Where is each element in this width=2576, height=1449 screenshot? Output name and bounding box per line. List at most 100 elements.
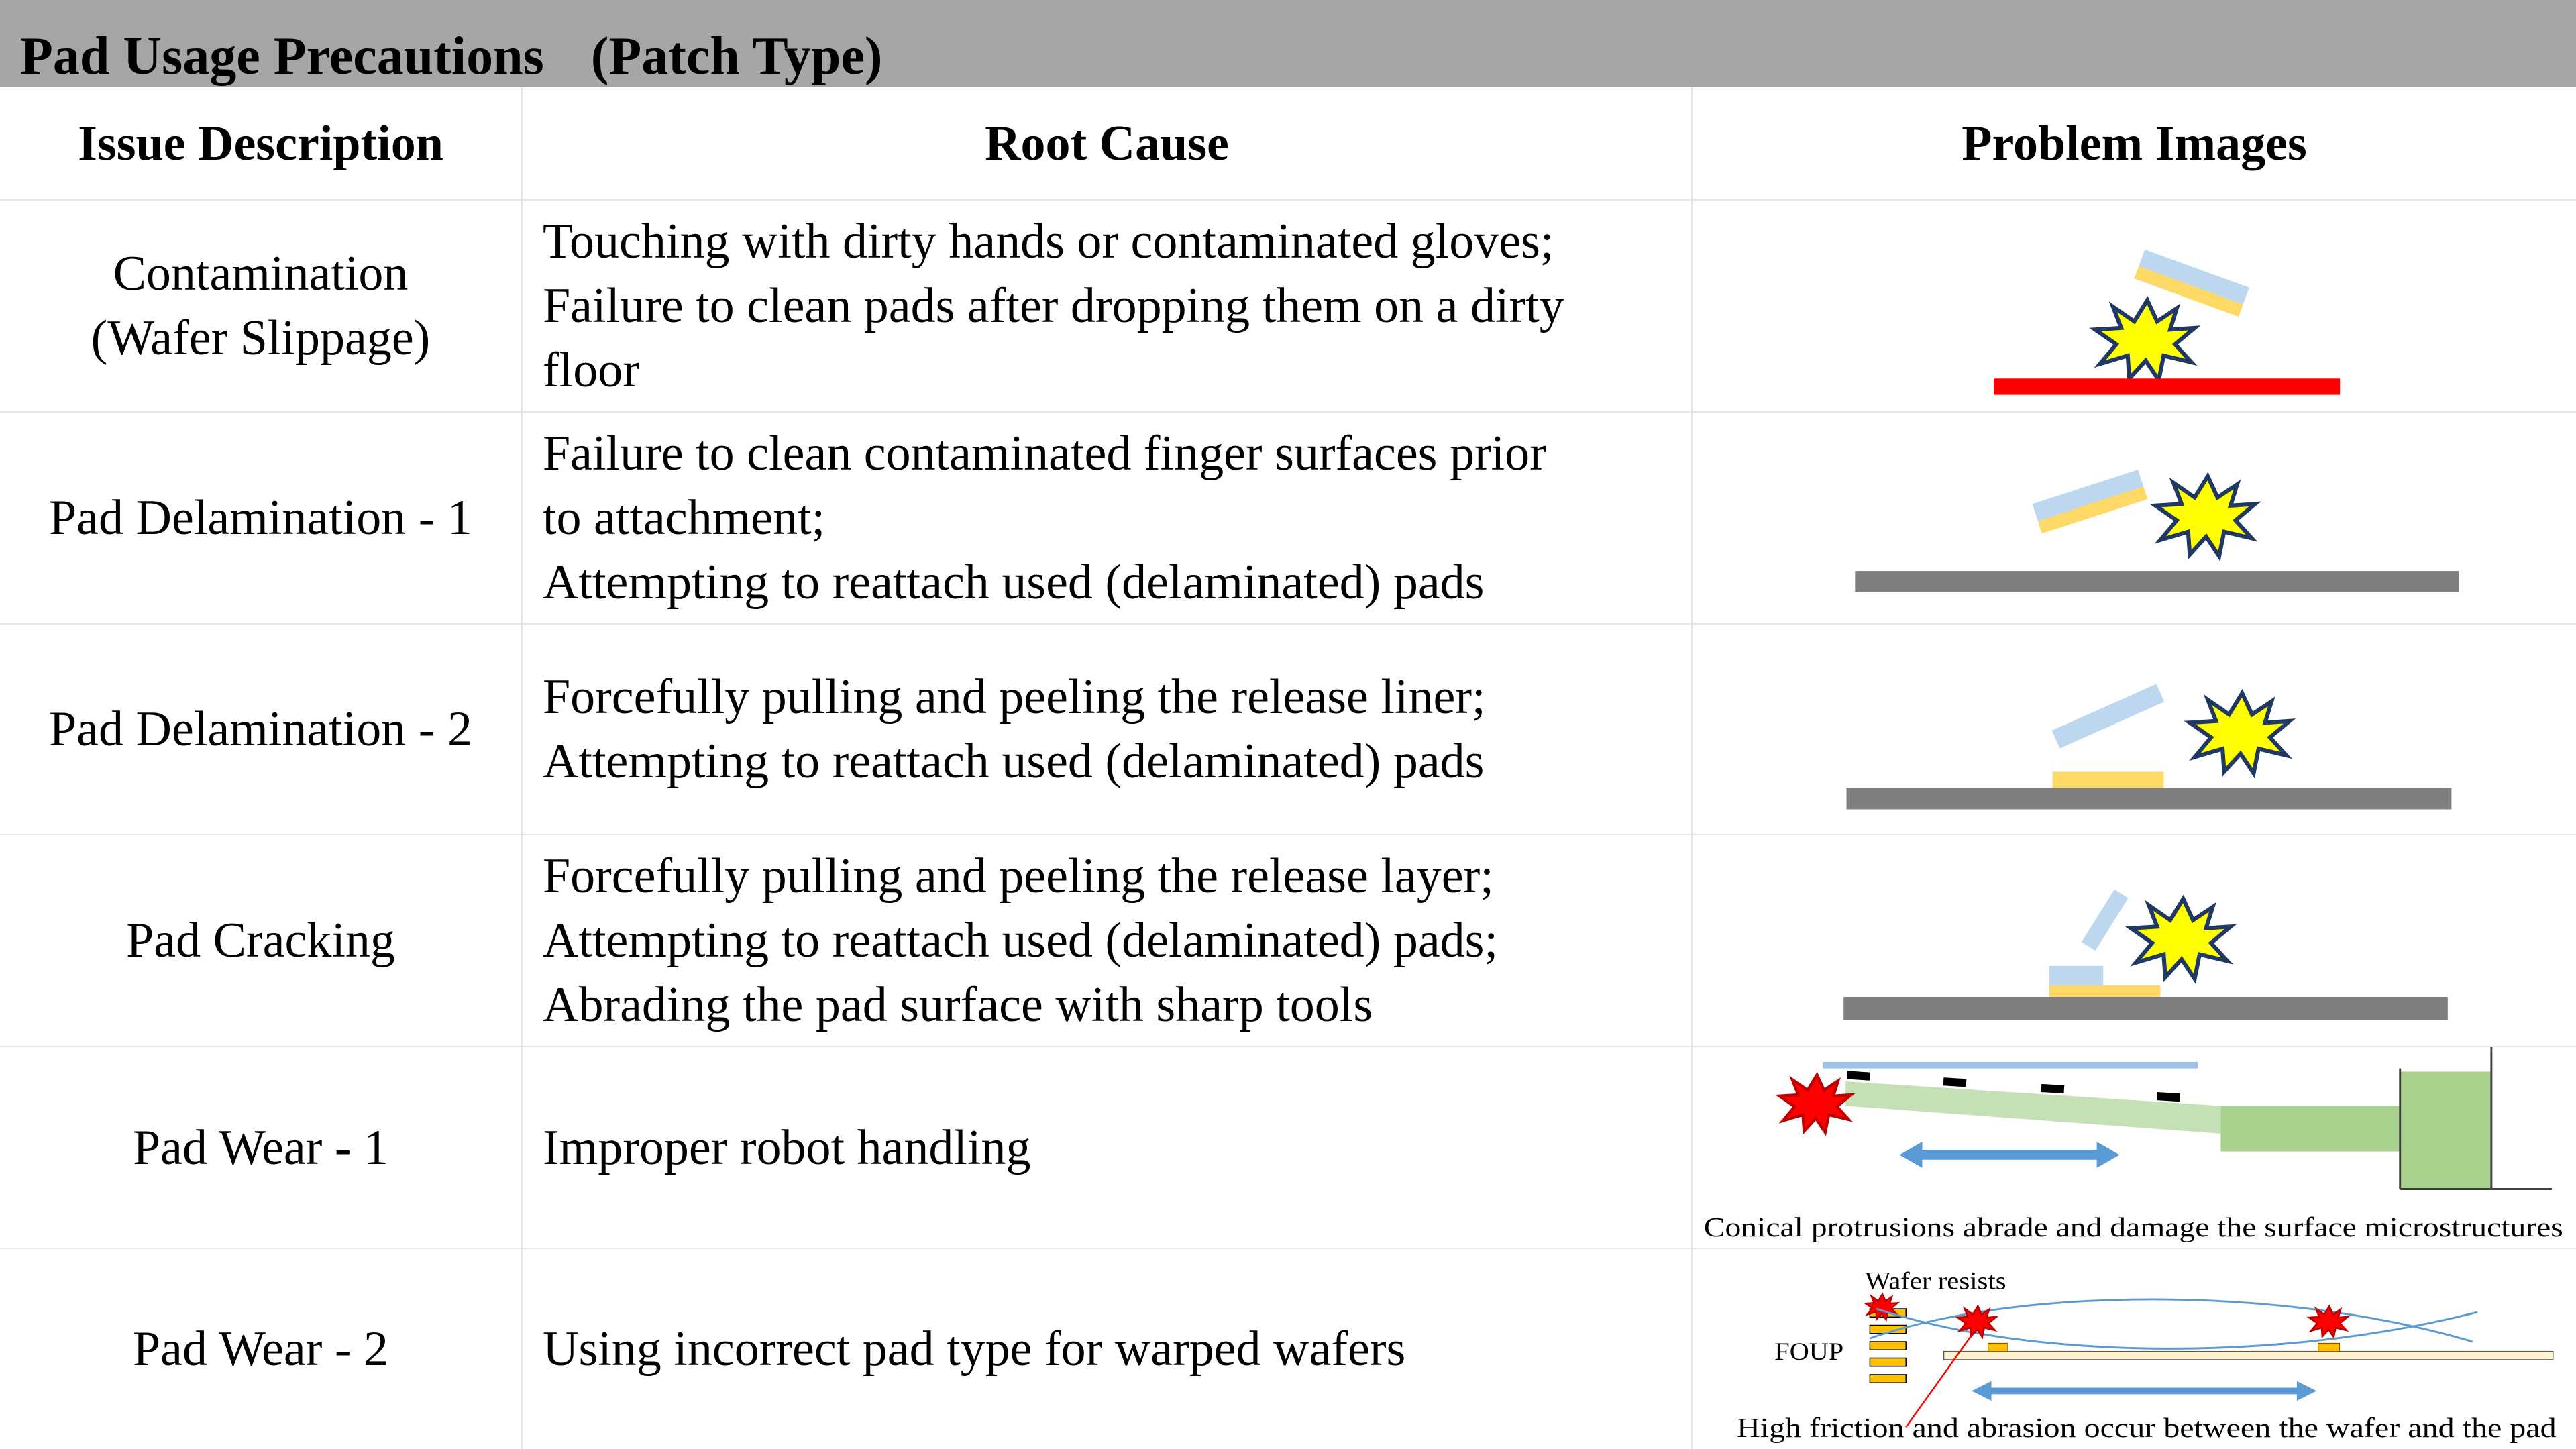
column-header-root-cause: Root Cause bbox=[523, 87, 1693, 201]
wafer-resists-label: Wafer resists bbox=[1865, 1267, 2006, 1295]
explosion-icon bbox=[2155, 476, 2255, 556]
double-arrow-icon bbox=[1899, 1141, 2120, 1168]
pad-adhesive-layer bbox=[2052, 771, 2164, 788]
pad-adhesive-layer bbox=[2134, 266, 2243, 317]
robot-arm-base bbox=[2220, 1106, 2400, 1152]
issue-line: Pad Delamination - 1 bbox=[49, 490, 472, 545]
foup-label: FOUP bbox=[1774, 1338, 1843, 1365]
root-cause-line: Touching with dirty hands or contaminate… bbox=[543, 214, 1554, 269]
root-cause-line: Using incorrect pad type for warped wafe… bbox=[543, 1322, 1406, 1377]
protrusion-mark bbox=[1943, 1077, 1967, 1087]
root-cause-line: Forcefully pulling and peeling the relea… bbox=[543, 669, 1486, 724]
root-cause-line: to attachment; bbox=[543, 490, 826, 545]
root-cause-cell: Touching with dirty hands or contaminate… bbox=[523, 201, 1693, 413]
image-caption: High friction and abrasion occur between… bbox=[1737, 1413, 2557, 1444]
problem-image-cell bbox=[1693, 625, 2576, 835]
problem-image-cell: Wafer resists FOUP High friction and abr… bbox=[1693, 1249, 2576, 1449]
pad-shape bbox=[2032, 470, 2148, 534]
pad-shape bbox=[2134, 249, 2249, 317]
issue-cell: Pad Wear - 1 bbox=[0, 1047, 523, 1249]
pad-marker bbox=[2318, 1342, 2341, 1352]
issue-line: Pad Wear - 1 bbox=[132, 1120, 389, 1175]
protrusion-mark bbox=[1847, 1071, 1870, 1081]
root-cause-text: Failure to clean contaminated finger sur… bbox=[543, 421, 1546, 614]
issue-line: (Wafer Slippage) bbox=[91, 311, 431, 366]
root-cause-line: floor bbox=[543, 343, 639, 398]
foup-slot bbox=[1869, 1341, 1907, 1350]
broken-layer-shape bbox=[2081, 889, 2129, 951]
pad-top-layer bbox=[2139, 249, 2249, 305]
image-caption: Conical protrusions abrade and damage th… bbox=[1704, 1212, 2563, 1242]
problem-image-cell: Conical protrusions abrade and damage th… bbox=[1693, 1047, 2576, 1249]
root-cause-cell: Failure to clean contaminated finger sur… bbox=[523, 413, 1693, 625]
foup-slot bbox=[1869, 1374, 1907, 1383]
problem-image-cell bbox=[1693, 201, 2576, 413]
surface-bar bbox=[1855, 571, 2459, 592]
explosion-icon bbox=[1780, 1075, 1851, 1132]
root-cause-line: Failure to clean contaminated finger sur… bbox=[543, 426, 1546, 481]
wear-1-illustration: Conical protrusions abrade and damage th… bbox=[1704, 1047, 2563, 1242]
protrusion-mark bbox=[2157, 1091, 2180, 1102]
robot-arm bbox=[1845, 1081, 2221, 1134]
explosion-icon bbox=[2131, 899, 2231, 979]
floor-bar bbox=[1994, 378, 2341, 395]
issue-text: Pad Delamination - 1 bbox=[49, 486, 472, 550]
release-liner-shape bbox=[2051, 684, 2165, 749]
issue-cell: Pad Wear - 2 bbox=[0, 1249, 523, 1449]
pad-adhesive-layer bbox=[2037, 486, 2148, 534]
issue-text: Contamination (Wafer Slippage) bbox=[91, 241, 431, 370]
problem-image-cell bbox=[1693, 835, 2576, 1047]
root-cause-line: Failure to clean pads after dropping the… bbox=[543, 278, 1564, 333]
root-cause-cell: Using incorrect pad type for warped wafe… bbox=[523, 1249, 1693, 1449]
root-cause-text: Improper robot handling bbox=[543, 1116, 1031, 1180]
root-cause-line: Forcefully pulling and peeling the relea… bbox=[543, 849, 1494, 904]
surface-bar bbox=[1846, 788, 2452, 810]
warped-wafer-curve bbox=[1869, 1298, 2473, 1343]
column-header-label: Issue Description bbox=[78, 115, 443, 171]
root-cause-line: Improper robot handling bbox=[543, 1120, 1031, 1175]
pad-top-layer bbox=[2049, 965, 2104, 985]
pad-top-layer bbox=[2032, 470, 2144, 521]
issue-line: Pad Cracking bbox=[126, 913, 395, 968]
surface-bar bbox=[1843, 996, 2448, 1020]
robot-body bbox=[2400, 1071, 2491, 1189]
issue-line: Contamination bbox=[113, 246, 409, 301]
root-cause-text: Forcefully pulling and peeling the relea… bbox=[543, 665, 1486, 794]
wear-2-illustration: Wafer resists FOUP High friction and abr… bbox=[1737, 1267, 2557, 1444]
explosion-icon bbox=[2095, 300, 2194, 380]
column-header-images: Problem Images bbox=[1693, 87, 2576, 201]
pointer-line bbox=[1905, 1334, 1973, 1428]
page-title: Pad Usage Precautions bbox=[20, 27, 544, 86]
page-title-suffix: (Patch Type) bbox=[590, 27, 883, 86]
precautions-table: Issue Description Root Cause Problem Ima… bbox=[0, 87, 2576, 1449]
column-header-label: Problem Images bbox=[1962, 115, 2307, 171]
wafer-line bbox=[1823, 1061, 2198, 1069]
issue-line: Pad Delamination - 2 bbox=[49, 702, 472, 757]
release-liner bbox=[2051, 684, 2165, 749]
root-cause-cell: Forcefully pulling and peeling the relea… bbox=[523, 625, 1693, 835]
double-arrow-icon bbox=[1972, 1381, 2317, 1401]
problem-image-cell bbox=[1693, 413, 2576, 625]
protrusion-mark bbox=[2041, 1083, 2065, 1094]
delamination-2-illustration bbox=[1846, 684, 2452, 810]
foup-slot bbox=[1869, 1357, 1907, 1367]
cracking-illustration bbox=[1843, 889, 2448, 1020]
root-cause-text: Touching with dirty hands or contaminate… bbox=[543, 209, 1564, 402]
root-cause-line: Abrading the pad surface with sharp tool… bbox=[543, 977, 1373, 1032]
root-cause-line: Attempting to reattach used (delaminated… bbox=[543, 913, 1499, 968]
issue-cell: Pad Delamination - 1 bbox=[0, 413, 523, 625]
issue-text: Pad Cracking bbox=[126, 908, 395, 973]
column-header-label: Root Cause bbox=[985, 115, 1229, 171]
end-effector-plate bbox=[1943, 1350, 2554, 1360]
root-cause-line: Attempting to reattach used (delaminated… bbox=[543, 734, 1485, 789]
column-header-issue: Issue Description bbox=[0, 87, 523, 201]
root-cause-text: Using incorrect pad type for warped wafe… bbox=[543, 1317, 1405, 1381]
root-cause-cell: Forcefully pulling and peeling the relea… bbox=[523, 835, 1693, 1047]
issue-text: Pad Delamination - 2 bbox=[49, 697, 472, 761]
warped-wafer-curve bbox=[1876, 1307, 2478, 1350]
explosion-icon bbox=[2190, 693, 2290, 773]
foup-slots bbox=[1869, 1308, 1907, 1383]
contamination-illustration bbox=[1994, 249, 2341, 395]
issue-text: Pad Wear - 2 bbox=[133, 1317, 388, 1381]
explosion-icon bbox=[2308, 1305, 2349, 1338]
